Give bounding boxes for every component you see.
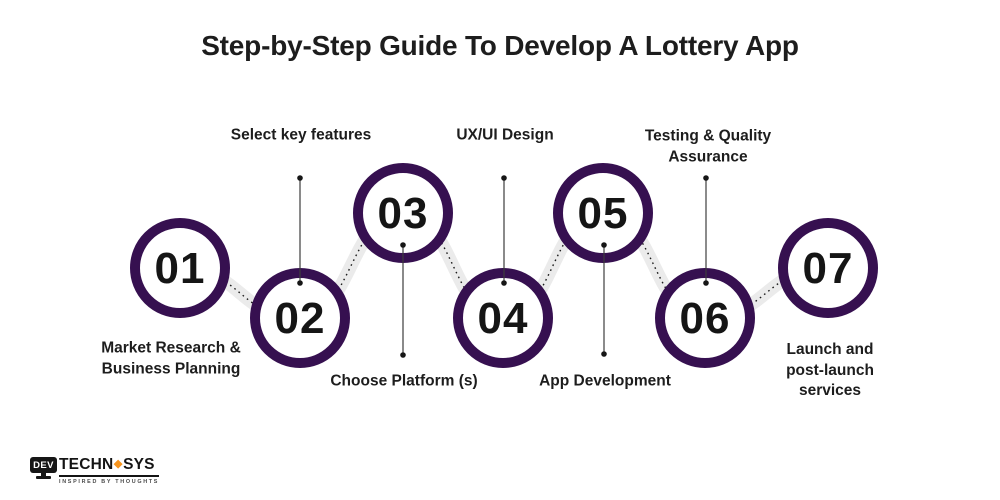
step-label-testing-quality: Testing & Quality Assurance [644,127,772,165]
connector-line-app-development [601,242,607,357]
logo-brand-text: TECHN ◆ SYS [59,456,160,477]
step-number-1: 01 [154,244,206,293]
connector-line-choose-platform [400,242,406,358]
step-number-3: 03 [377,189,429,238]
step-label-select-key-features: Select key features [230,126,372,144]
devtechnosys-logo: DEV TECHN ◆ SYS INSPIRED BY THOUGHTS [30,456,160,485]
logo-brand-part1: TECHN [59,456,114,473]
logo-brand-part2: SYS [123,456,155,473]
step-number-5: 05 [577,189,629,238]
step-label-launch-services: Launch and post-launch services [786,341,874,400]
step-label-uxui-design: UX/UI Design [456,126,554,144]
step-label-app-development: App Development [539,372,671,390]
connector-line-uxui-design [501,175,507,286]
step-number-4: 04 [477,294,529,343]
gem-icon: ◆ [113,458,123,471]
step-number-7: 07 [802,244,854,293]
page-title: Step-by-Step Guide To Develop A Lottery … [201,30,799,61]
monitor-stand-base [36,476,51,479]
monitor-icon: DEV [30,457,57,479]
step-circle-4 [453,268,553,368]
step-number-6: 06 [679,294,731,343]
step-label-market-research: Market Research & Business Planning [101,339,241,377]
step-number-2: 02 [274,294,326,343]
step-circle-7 [778,218,878,318]
connector-line-select-key-features [297,175,303,286]
step-label-choose-platform: Choose Platform (s) [330,372,478,390]
step-circle-5 [553,163,653,263]
step-circle-1 [130,218,230,318]
logo-screen-text: DEV [30,457,57,473]
step-circle-6 [655,268,755,368]
monitor-stand-neck [41,473,46,476]
connector-line-testing-quality [703,175,709,286]
logo-tagline: INSPIRED BY THOUGHTS [59,478,160,485]
